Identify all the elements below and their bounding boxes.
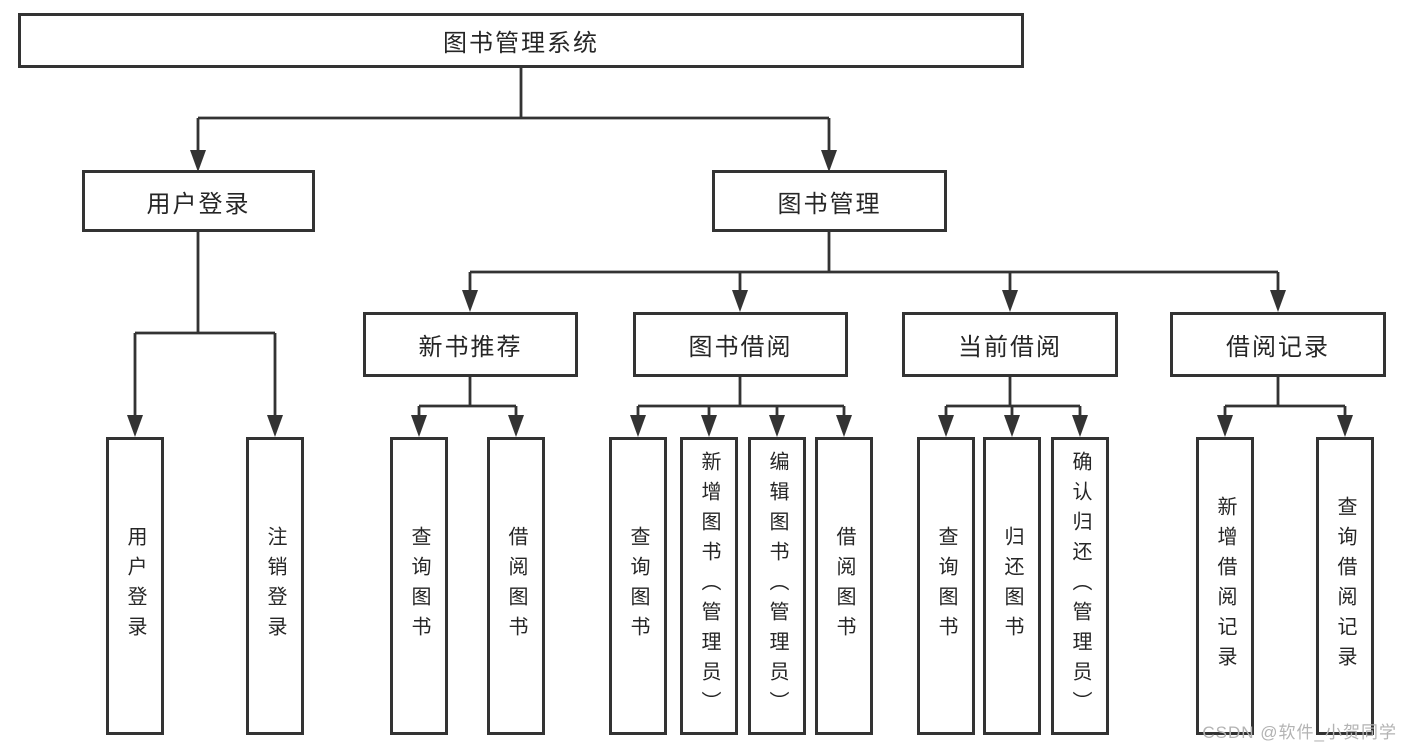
connector-user-login (133, 232, 277, 416)
leaf-return-books: 归还图书 (983, 437, 1041, 735)
node-new-book-recommendation: 新书推荐 (363, 312, 578, 377)
node-library-management-system: 图书管理系统 (18, 13, 1024, 68)
leaf-confirm-return-admin: 确认归还（管理员） (1051, 437, 1109, 735)
leaf-logout: 注销登录 (246, 437, 304, 735)
connector-new-book-recommendation (417, 377, 518, 416)
connector-current-borrowing (944, 377, 1082, 416)
connector-book-borrowing (636, 377, 846, 416)
node-borrowing-records: 借阅记录 (1170, 312, 1386, 377)
leaf-query-borrow-record: 查询借阅记录 (1316, 437, 1374, 735)
leaf-query-books-borrowing: 查询图书 (609, 437, 667, 735)
leaf-query-books-current: 查询图书 (917, 437, 975, 735)
node-user-login: 用户登录 (82, 170, 315, 232)
leaf-add-book-admin: 新增图书（管理员） (680, 437, 738, 735)
leaf-query-books-recommend: 查询图书 (390, 437, 448, 735)
watermark: CSDN @软件_小贺同学 (1202, 723, 1397, 742)
leaf-add-borrow-record: 新增借阅记录 (1196, 437, 1254, 735)
node-book-borrowing: 图书借阅 (633, 312, 848, 377)
node-current-borrowing: 当前借阅 (902, 312, 1118, 377)
leaf-edit-book-admin: 编辑图书（管理员） (748, 437, 806, 735)
leaf-borrow-books-borrowing: 借阅图书 (815, 437, 873, 735)
connector-book-management (468, 232, 1280, 291)
arrowheads (127, 150, 1353, 437)
leaf-borrow-books-recommend: 借阅图书 (487, 437, 545, 735)
connector-borrowing-records (1223, 377, 1347, 416)
node-book-management: 图书管理 (712, 170, 947, 232)
leaf-user-login: 用户登录 (106, 437, 164, 735)
connector-root (196, 68, 831, 151)
